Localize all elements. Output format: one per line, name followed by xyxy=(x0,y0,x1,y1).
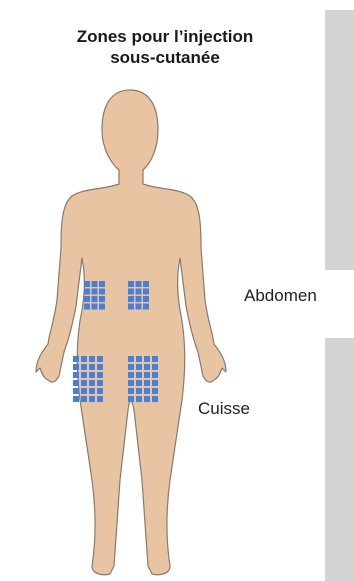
injection-site-square xyxy=(97,380,103,386)
injection-site-square xyxy=(84,304,90,310)
injection-site-square xyxy=(81,372,87,378)
body-silhouette xyxy=(36,90,226,575)
injection-site-square xyxy=(73,396,79,402)
injection-site-square xyxy=(73,356,79,362)
abdomen-label: Abdomen xyxy=(244,286,317,306)
injection-site-square xyxy=(144,388,150,394)
injection-site-square xyxy=(136,289,142,295)
injection-site-square xyxy=(89,364,95,370)
injection-site-square xyxy=(73,372,79,378)
injection-site-square xyxy=(128,372,134,378)
injection-site-square xyxy=(81,364,87,370)
injection-site-square xyxy=(84,281,90,287)
injection-site-square xyxy=(89,396,95,402)
injection-site-square xyxy=(136,396,142,402)
injection-site-square xyxy=(128,364,134,370)
injection-site-square xyxy=(73,380,79,386)
injection-site-square xyxy=(81,380,87,386)
injection-site-square xyxy=(128,356,134,362)
injection-site-square xyxy=(136,296,142,302)
injection-site-square xyxy=(81,356,87,362)
injection-site-square xyxy=(144,380,150,386)
injection-site-square xyxy=(136,356,142,362)
injection-site-square xyxy=(128,296,134,302)
injection-site-square xyxy=(97,396,103,402)
injection-site-square xyxy=(89,388,95,394)
injection-site-square xyxy=(144,396,150,402)
injection-site-square xyxy=(152,396,158,402)
injection-site-square xyxy=(143,289,149,295)
injection-site-square xyxy=(144,364,150,370)
injection-site-square xyxy=(128,289,134,295)
injection-site-square xyxy=(73,388,79,394)
injection-site-square xyxy=(136,364,142,370)
injection-site-square xyxy=(81,396,87,402)
injection-site-square xyxy=(99,289,105,295)
injection-site-square xyxy=(136,388,142,394)
injection-site-square xyxy=(136,304,142,310)
injection-site-square xyxy=(152,388,158,394)
injection-site-square xyxy=(92,296,98,302)
thigh-label: Cuisse xyxy=(198,399,250,419)
injection-site-square xyxy=(92,289,98,295)
injection-site-square xyxy=(84,289,90,295)
injection-site-square xyxy=(152,380,158,386)
injection-site-square xyxy=(143,296,149,302)
injection-site-square xyxy=(143,281,149,287)
injection-site-square xyxy=(99,281,105,287)
injection-site-square xyxy=(136,380,142,386)
injection-site-square xyxy=(99,296,105,302)
injection-site-square xyxy=(144,356,150,362)
injection-site-square xyxy=(97,364,103,370)
injection-site-square xyxy=(97,356,103,362)
injection-site-square xyxy=(152,372,158,378)
injection-site-square xyxy=(99,304,105,310)
injection-site-square xyxy=(81,388,87,394)
injection-site-square xyxy=(92,304,98,310)
injection-site-square xyxy=(97,372,103,378)
injection-site-square xyxy=(128,281,134,287)
injection-site-square xyxy=(152,364,158,370)
injection-site-square xyxy=(92,281,98,287)
injection-site-square xyxy=(128,380,134,386)
injection-site-square xyxy=(89,372,95,378)
injection-site-square xyxy=(152,356,158,362)
injection-site-square xyxy=(144,372,150,378)
injection-site-square xyxy=(128,304,134,310)
injection-site-square xyxy=(128,396,134,402)
injection-site-square xyxy=(73,364,79,370)
injection-site-square xyxy=(128,388,134,394)
injection-site-square xyxy=(84,296,90,302)
injection-site-square xyxy=(89,380,95,386)
injection-site-square xyxy=(136,281,142,287)
injection-site-square xyxy=(143,304,149,310)
injection-site-square xyxy=(136,372,142,378)
injection-site-square xyxy=(89,356,95,362)
injection-site-square xyxy=(97,388,103,394)
